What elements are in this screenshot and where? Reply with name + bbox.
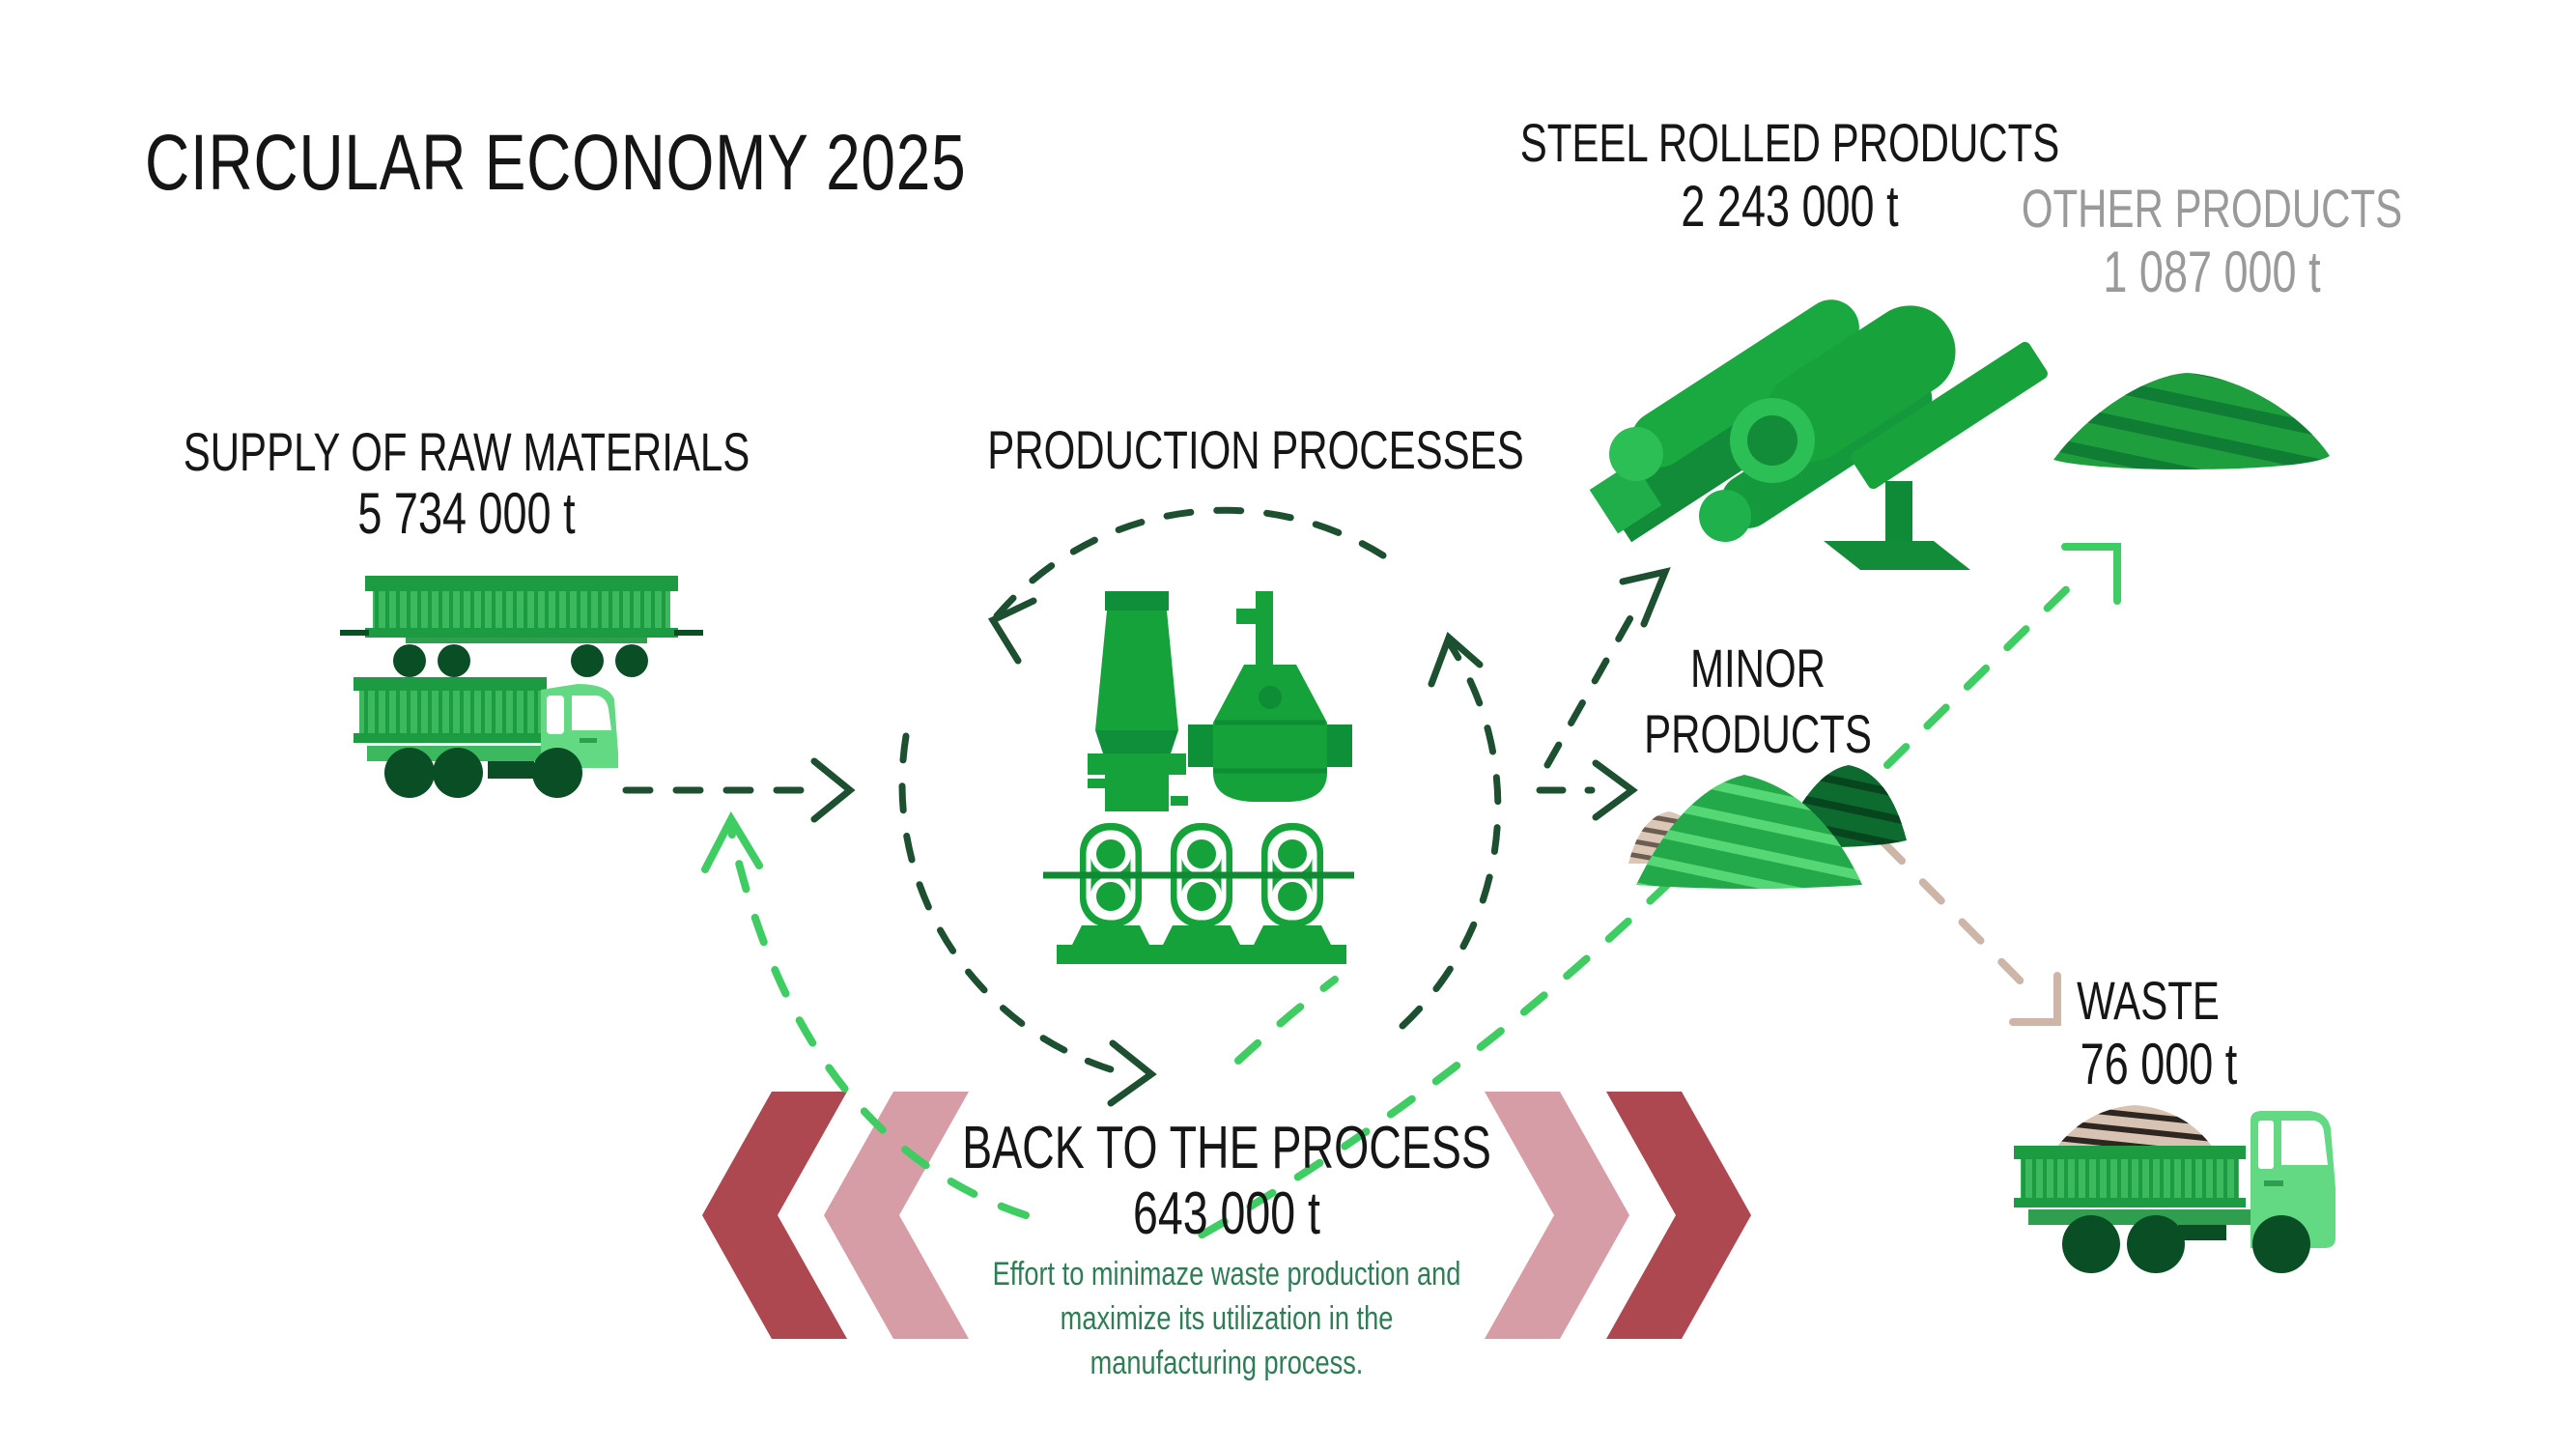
loop-bottom-arc: [898, 732, 1124, 1076]
chevron-right-pink-icon: [1485, 1092, 1629, 1339]
ladle-icon: [1188, 591, 1352, 802]
arrow-back-to-supply: [727, 827, 1030, 1219]
rolling-mill-icon: [1043, 823, 1354, 964]
steel-products-icon: [1589, 299, 2048, 570]
supply-trailer-icon: [340, 576, 703, 677]
production-label: PRODUCTION PROCESSES: [987, 419, 1524, 480]
chevron-right-dark-icon: [1606, 1092, 1751, 1339]
back-note-line1: Effort to minimaze waste production and: [992, 1256, 1461, 1293]
arrow-minor-to-back: [1188, 879, 1673, 1244]
chevron-right-icons: [1485, 1092, 1751, 1339]
other-products-pile-icon: [2053, 373, 2330, 469]
process-loop-arrows-icon: [622, 506, 1671, 1107]
supply-truck-icon: [354, 677, 618, 798]
waste-label: WASTE: [2077, 970, 2220, 1031]
back-to-process-label: BACK TO THE PROCESS: [962, 1115, 1491, 1181]
arrow-minor-to-other: [1883, 566, 2090, 769]
supply-value: 5 734 000 t: [357, 481, 576, 546]
back-note-line3: manufacturing process.: [1090, 1345, 1364, 1381]
back-note-line2: maximize its utilization in the: [1060, 1300, 1394, 1337]
chevron-left-icons: [702, 1092, 969, 1339]
arrow-process-to-steel: [1543, 597, 1644, 769]
minor-products-piles-icon: [1628, 765, 1907, 889]
waste-value: 76 000 t: [2080, 1032, 2238, 1096]
loop-top-arc: [991, 506, 1387, 622]
recycle-swoosh-arrows-icon: [701, 543, 2121, 1244]
waste-truck-icon: [2014, 1105, 2335, 1273]
chevron-left-pink-icon: [824, 1092, 969, 1339]
arrow-back-rise-segment: [1234, 976, 1339, 1065]
minor-products-label-line2: PRODUCTS: [1644, 703, 1872, 764]
furnace-icon: [1088, 591, 1188, 811]
loop-right-arc: [1399, 641, 1502, 1030]
arrow-minor-to-waste-icon: [1880, 838, 2061, 1026]
steel-rolled-value: 2 243 000 t: [1681, 174, 1899, 239]
minor-products-label-line1: MINOR: [1690, 638, 1826, 698]
chevron-left-dark-icon: [702, 1092, 847, 1339]
page-title: CIRCULAR ECONOMY 2025: [145, 119, 967, 207]
other-products-label: OTHER PRODUCTS: [2021, 178, 2403, 239]
steel-rolled-label: STEEL ROLLED PRODUCTS: [1519, 112, 2060, 173]
supply-label: SUPPLY OF RAW MATERIALS: [183, 421, 750, 482]
other-products-value: 1 087 000 t: [2103, 240, 2321, 304]
back-to-process-value: 643 000 t: [1133, 1180, 1320, 1247]
